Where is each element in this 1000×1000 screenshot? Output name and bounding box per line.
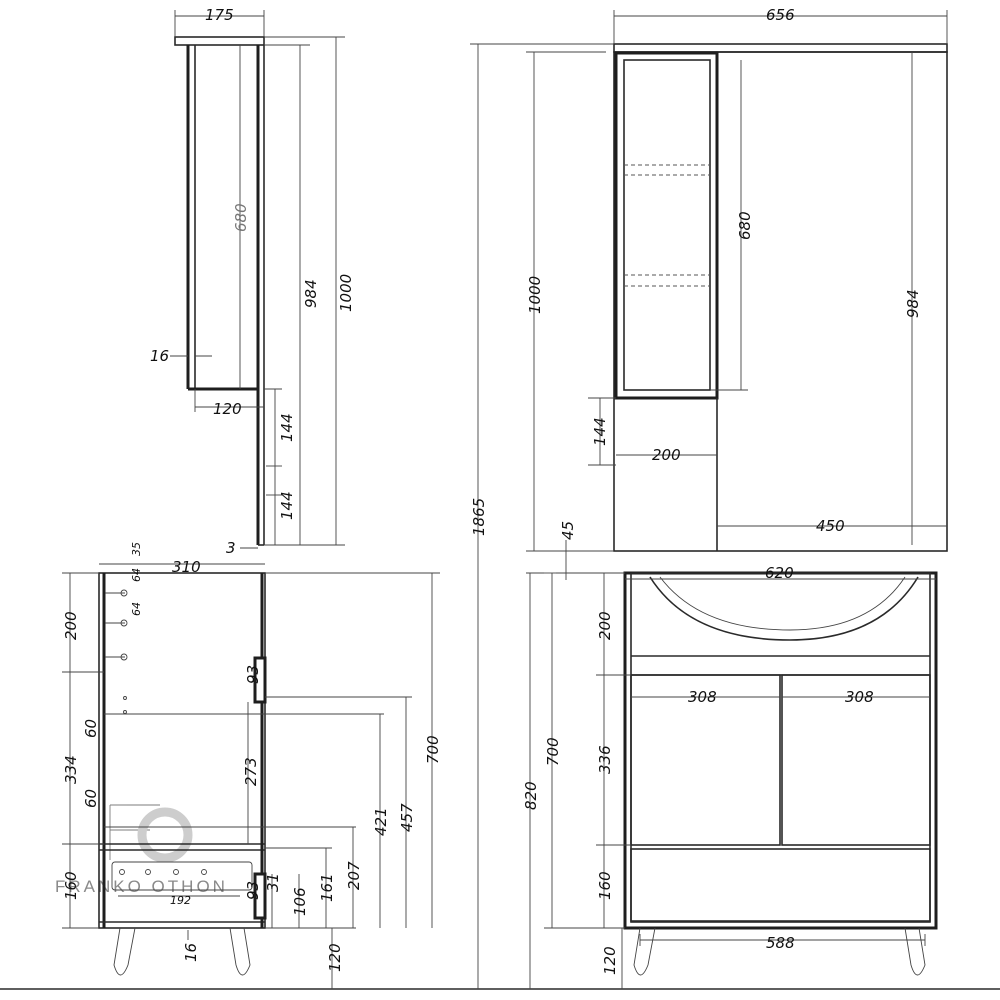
cabinet-side-top-board: [174, 36, 265, 46]
dim-vanity-front-door-left: 308: [688, 688, 717, 706]
dim-cabinet-side-panel: 16: [150, 347, 169, 365]
dim-vanity-side-35: 35: [130, 542, 143, 556]
dim-vanity-side-207: 207: [345, 861, 363, 890]
cabinet-front-body: [613, 51, 948, 552]
vanity-side-leg-right: [229, 927, 251, 976]
dim-vanity-side-60-upper: 60: [82, 719, 100, 738]
dim-vanity-front-336: 336: [596, 745, 614, 774]
dim-vanity-side-421: 421: [372, 807, 390, 836]
dim-vanity-front-width: 620: [765, 564, 794, 582]
cabinet-front-column-inner: [623, 59, 711, 391]
vanity-front-leg-left: [633, 927, 656, 976]
dim-cabinet-side-bottom: 3: [226, 539, 236, 557]
vanity-front-drawer: [630, 848, 931, 922]
vanity-side-leg-left: [113, 927, 136, 976]
watermark-text: FRANKO OTHON: [55, 877, 228, 896]
dim-cabinet-side-shelf-height: 680: [232, 203, 250, 232]
vanity-front-view: 620 308 308 200 336 160 700 820 120 588: [522, 564, 938, 989]
dim-vanity-front-160: 160: [596, 871, 614, 900]
vanity-front-door-left: [630, 674, 781, 846]
dim-cabinet-front-mirror-width: 450: [816, 517, 845, 535]
dim-vanity-side-700: 700: [424, 735, 442, 764]
dim-vanity-side-93-lower: 93: [244, 881, 262, 900]
vanity-side-body: [98, 572, 266, 929]
dim-cabinet-side-width: 175: [205, 6, 234, 24]
dim-vanity-side-64a: 64: [130, 568, 143, 582]
vanity-front-leg-right: [904, 927, 926, 976]
dim-vanity-side-334: 334: [62, 755, 80, 784]
dim-vanity-side-31: 31: [264, 873, 282, 892]
dim-vanity-side-160: 160: [62, 871, 80, 900]
vanity-front-door-right: [781, 674, 931, 846]
vanity-side-upper-handle: [253, 656, 267, 704]
dim-cabinet-front-144: 144: [591, 417, 609, 446]
dim-vanity-side-60-lower: 60: [82, 789, 100, 808]
dim-vanity-side-457: 457: [398, 803, 416, 832]
vanity-front-sink-basin: [649, 576, 919, 641]
vanity-side-view: 192 200 334 160 60 60 35 64 64 310 93: [62, 542, 442, 989]
vanity-side-drawer-runner: [111, 861, 253, 891]
dim-vanity-front-200: 200: [596, 611, 614, 640]
dim-vanity-side-200: 200: [62, 611, 80, 640]
cabinet-front-top-board: [613, 43, 948, 53]
dim-cabinet-front-shelf-height: 680: [736, 211, 754, 240]
dim-vanity-side-192: 192: [170, 894, 191, 907]
dim-cabinet-side-depth: 120: [213, 400, 242, 418]
dim-cabinet-side-inner-height: 984: [302, 279, 320, 308]
dim-vanity-side-161: 161: [318, 873, 336, 902]
dim-vanity-side-depth: 310: [172, 558, 201, 576]
dim-vanity-side-16: 16: [182, 943, 200, 962]
mirror-cabinet-front-view: 656 680 984 144 200 450 1000: [526, 6, 948, 552]
cabinet-front-column-outer: [614, 51, 719, 400]
dim-vanity-front-legs: 120: [601, 946, 619, 975]
dim-vanity-side-64b: 64: [130, 602, 143, 616]
dim-vanity-side-93-upper: 93: [244, 665, 262, 684]
dim-cabinet-side-total-height: 1000: [337, 274, 355, 312]
dim-vanity-front-700: 700: [544, 737, 562, 766]
dim-cabinet-front-width: 656: [766, 6, 795, 24]
vanity-side-lower-handle: [253, 872, 267, 920]
dim-vanity-front-820: 820: [522, 781, 540, 810]
dim-gap-height: 45: [559, 521, 577, 540]
dim-cabinet-side-144-lower: 144: [278, 491, 296, 520]
watermark-logo: FO: [109, 804, 193, 863]
dim-vanity-front-door-right: 308: [845, 688, 874, 706]
dim-overall-height: 1865: [470, 498, 488, 536]
dim-vanity-side-106: 106: [291, 887, 309, 916]
dim-cabinet-front-column-width: 200: [652, 446, 681, 464]
dim-cabinet-side-144-upper: 144: [278, 413, 296, 442]
mirror-cabinet-side-view: 175 680 984 1000 16 120 144 144 3: [150, 6, 355, 557]
dim-cabinet-front-total-height: 1000: [526, 276, 544, 314]
dim-vanity-side-120: 120: [326, 943, 344, 972]
dim-cabinet-front-inner-height: 984: [904, 289, 922, 318]
dim-vanity-side-273: 273: [242, 757, 260, 786]
dim-vanity-front-leg-span: 588: [766, 934, 795, 952]
overall-height-dimension: 1865 45: [470, 43, 625, 989]
watermark: FO FRANKO OTHON: [55, 804, 228, 896]
